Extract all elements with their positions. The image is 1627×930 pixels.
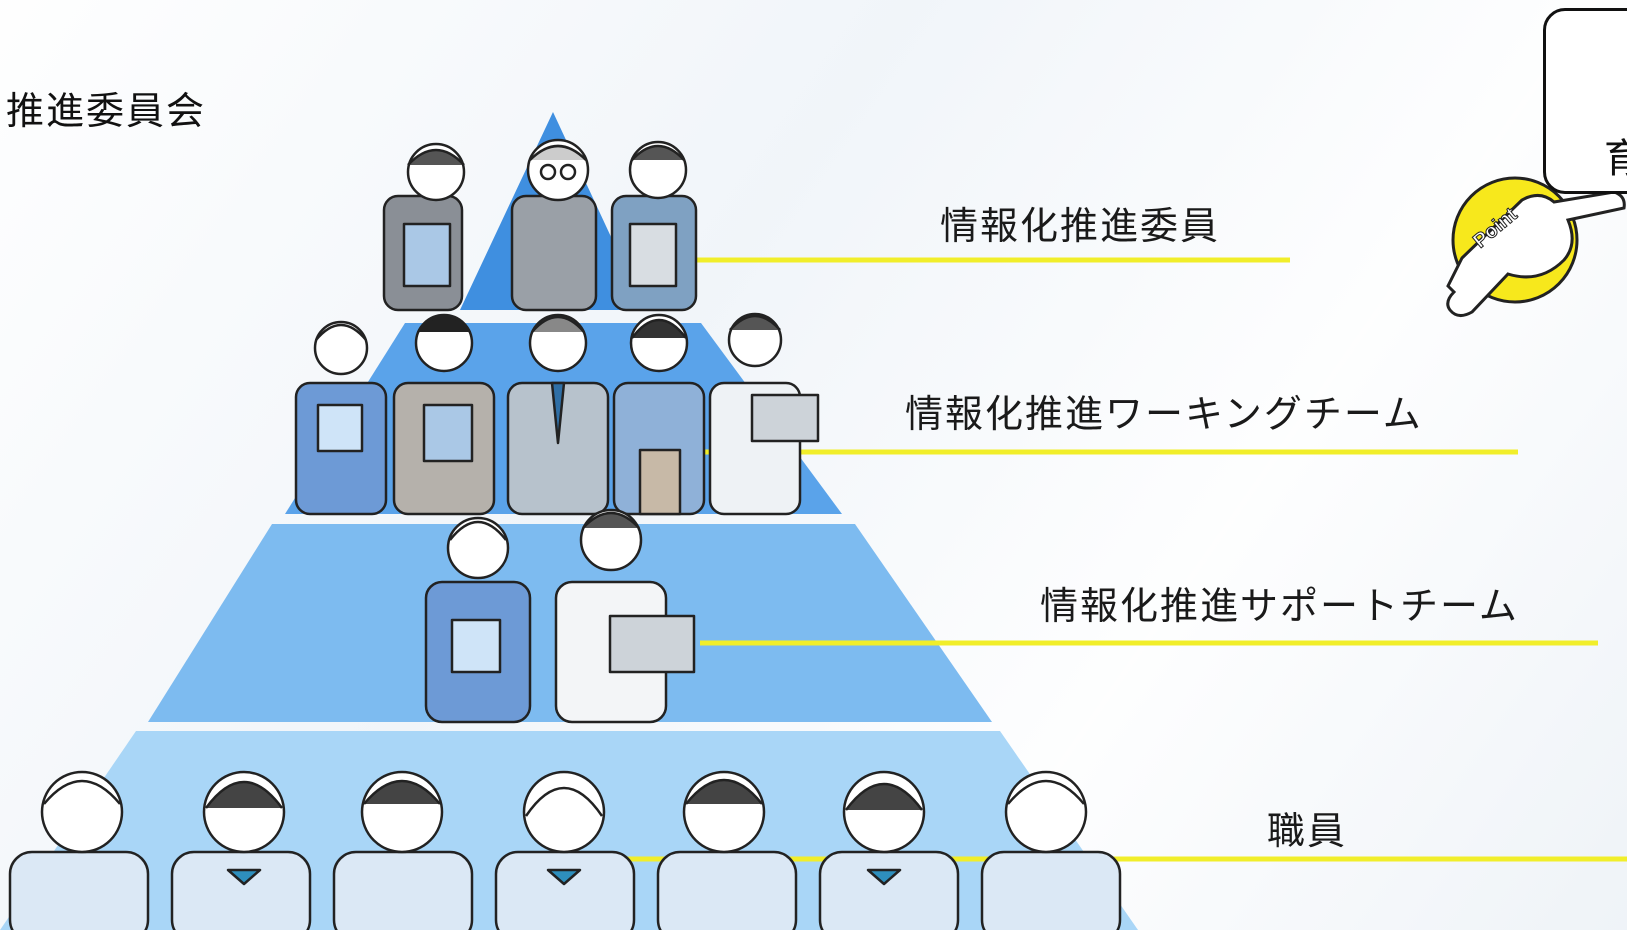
person-icon xyxy=(612,313,706,516)
person-icon xyxy=(980,770,1122,930)
tier-label-4: 職員 xyxy=(1267,809,1348,853)
point-badge-label-layer: Point xyxy=(1469,203,1523,253)
person-icon xyxy=(392,313,496,516)
point-box xyxy=(1543,8,1627,194)
person-icon xyxy=(170,770,312,930)
person-icon xyxy=(424,516,532,724)
people-group-tier-2 xyxy=(294,312,820,516)
point-badge xyxy=(1446,176,1626,317)
tier-label-1: 情報化推進委員 xyxy=(940,204,1221,248)
person-icon xyxy=(8,770,150,930)
pointing-hand-icon xyxy=(1446,190,1626,317)
person-icon xyxy=(708,312,820,516)
tier-label-2: 情報化推進ワーキングチーム xyxy=(905,392,1423,436)
person-icon xyxy=(656,770,798,930)
people-group-tier-4 xyxy=(8,770,1122,930)
tier-label-3: 情報化推進サポートチーム xyxy=(1040,584,1519,628)
page-title: 推進委員会 xyxy=(6,89,207,133)
person-icon xyxy=(294,320,388,516)
person-icon xyxy=(610,140,698,312)
person-icon xyxy=(506,313,610,516)
person-icon xyxy=(332,770,474,930)
person-icon xyxy=(818,770,960,930)
people-group-tier-3 xyxy=(424,508,696,724)
people-group-tier-1 xyxy=(382,138,698,312)
person-icon xyxy=(494,770,636,930)
point-badge-label: Point xyxy=(1469,203,1522,252)
person-icon xyxy=(554,508,696,724)
person-icon xyxy=(510,138,598,312)
person-icon xyxy=(382,142,466,312)
point-box-text: 育 xyxy=(1604,136,1627,182)
